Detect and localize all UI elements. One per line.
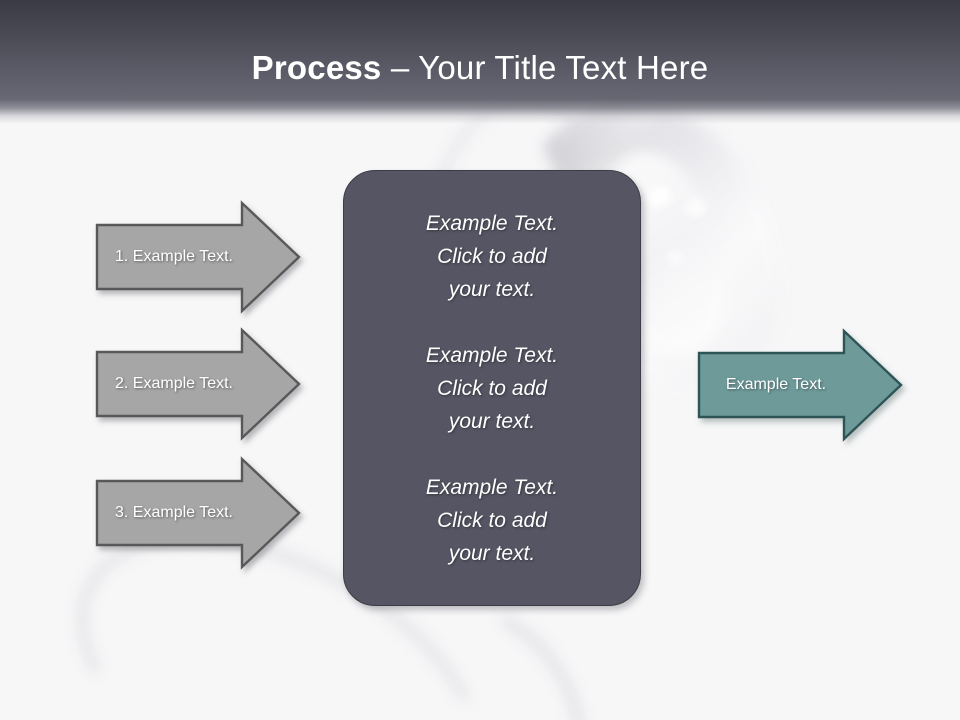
center-paragraph-1: Example Text. Click to add your text. — [344, 207, 640, 306]
input-arrow-3[interactable]: 3. Example Text. — [95, 456, 301, 570]
center-paragraph-2: Example Text. Click to add your text. — [344, 339, 640, 438]
page-title: Process – Your Title Text Here — [0, 48, 960, 88]
center-paragraph-3-line-3: your text. — [448, 541, 536, 565]
watermark-highlight-three — [668, 252, 682, 263]
center-paragraph-1-line-1: Example Text. — [425, 211, 559, 235]
input-arrow-2-label: 2. Example Text. — [115, 375, 233, 392]
center-paragraph-3-line-2: Click to add — [437, 508, 547, 532]
center-paragraph-2-line-3: your text. — [448, 409, 536, 433]
center-paragraph-1-line-2: Click to add — [437, 244, 547, 268]
input-arrow-1-label: 1. Example Text. — [115, 248, 233, 265]
process-center-box[interactable]: Example Text. Click to add your text. Ex… — [343, 170, 641, 606]
watermark-highlight-one — [645, 184, 673, 210]
center-paragraph-2-line-1: Example Text. — [425, 343, 559, 367]
input-arrow-3-label: 3. Example Text. — [115, 504, 233, 521]
arrow-shape-icon — [697, 328, 903, 442]
input-arrow-2[interactable]: 2. Example Text. — [95, 327, 301, 441]
arrow-shape-icon — [95, 327, 301, 441]
page-title-rest: – Your Title Text Here — [381, 49, 709, 86]
arrow-shape-icon — [95, 200, 301, 314]
input-arrow-1[interactable]: 1. Example Text. — [95, 200, 301, 314]
center-paragraph-3-line-1: Example Text. — [425, 475, 559, 499]
center-paragraph-2-line-2: Click to add — [437, 376, 547, 400]
output-arrow[interactable]: Example Text. — [697, 328, 903, 442]
watermark-highlight-two — [684, 197, 708, 218]
output-arrow-label: Example Text. — [725, 376, 827, 393]
arrow-shape-icon — [95, 456, 301, 570]
center-paragraph-3: Example Text. Click to add your text. — [344, 471, 640, 570]
title-banner — [0, 0, 960, 124]
center-paragraph-1-line-3: your text. — [448, 277, 536, 301]
page-title-bold: Process — [251, 49, 382, 86]
